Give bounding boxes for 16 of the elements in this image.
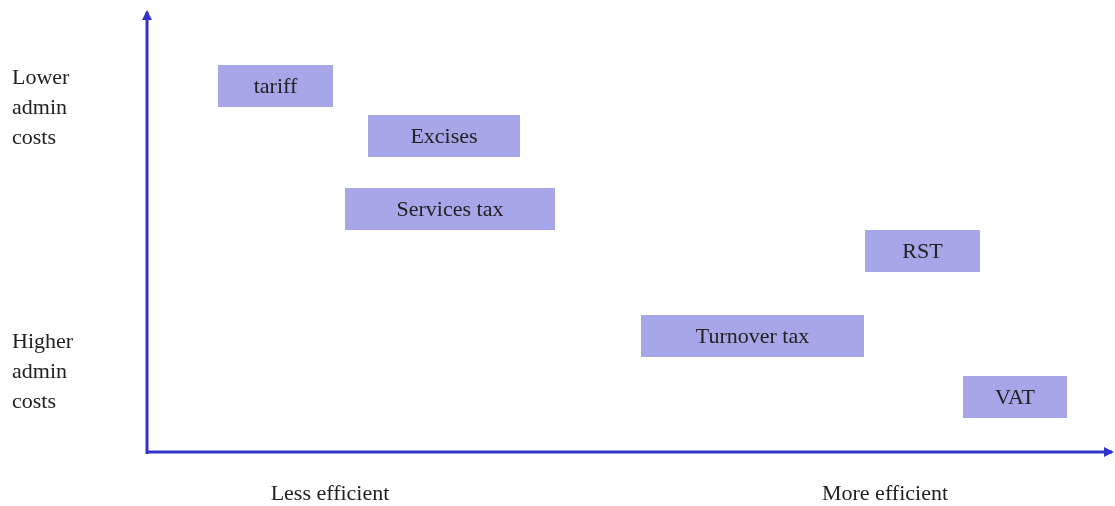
tax-box [865, 230, 980, 272]
tax-box [368, 115, 520, 157]
tax-name: VAT [995, 384, 1035, 410]
tax-name: Services tax [396, 196, 504, 222]
axis-label: Higher admin costs [12, 327, 75, 415]
tax-name: Turnover tax [695, 323, 810, 349]
tax-box [218, 65, 333, 107]
tax-box [345, 188, 555, 230]
axis-label: Lower admin costs [12, 63, 71, 151]
tax-name: Excises [410, 123, 478, 149]
tax-name: RST [902, 238, 943, 264]
tax-box [641, 315, 864, 357]
axis-label: Less efficient [269, 479, 391, 506]
tax-box [963, 376, 1067, 418]
tax-name: tariff [253, 73, 298, 99]
axis-label: More efficient [820, 479, 949, 506]
